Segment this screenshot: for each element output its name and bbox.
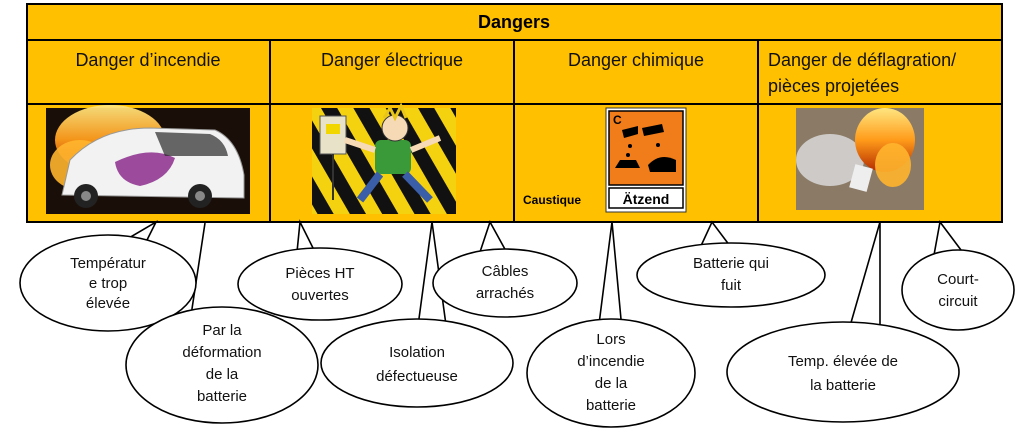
sign-letter: C bbox=[613, 113, 622, 127]
header-deflagration-line1: Danger de déflagration/ bbox=[768, 50, 956, 70]
svg-text:la batterie: la batterie bbox=[810, 377, 876, 394]
sign-label: Ätzend bbox=[623, 191, 670, 207]
burning-car-image bbox=[46, 105, 250, 214]
svg-text:ouvertes: ouvertes bbox=[291, 287, 349, 304]
svg-text:d’incendie: d’incendie bbox=[577, 353, 645, 370]
svg-text:Batterie qui: Batterie qui bbox=[693, 255, 769, 272]
svg-text:Par la: Par la bbox=[202, 322, 242, 339]
svg-text:Court-: Court- bbox=[937, 271, 979, 288]
header-chemical: Danger chimique bbox=[568, 50, 704, 70]
bubble-battery-leak: Batterie qui fuit bbox=[636, 242, 826, 308]
bubble-battery-fire: Lors d’incendie de la batterie bbox=[526, 318, 696, 428]
svg-text:arrachés: arrachés bbox=[476, 285, 534, 302]
svg-text:fuit: fuit bbox=[721, 277, 742, 294]
header-electric: Danger électrique bbox=[321, 50, 463, 70]
chemical-caption: Caustique bbox=[523, 193, 581, 207]
svg-text:e trop: e trop bbox=[89, 275, 127, 292]
caustic-sign: Caustique C Ätzend bbox=[523, 107, 687, 213]
bubble-insulation-defect: Isolation défectueuse bbox=[320, 318, 514, 408]
svg-text:batterie: batterie bbox=[586, 397, 636, 414]
bubble-cables-torn: Câbles arrachés bbox=[432, 248, 578, 318]
svg-text:élevée: élevée bbox=[86, 295, 130, 312]
svg-text:Isolation: Isolation bbox=[389, 344, 445, 361]
test-tube-icon bbox=[622, 126, 638, 138]
svg-text:de la: de la bbox=[595, 375, 628, 392]
svg-text:Lors: Lors bbox=[596, 331, 625, 348]
electric-shock-image bbox=[312, 102, 456, 214]
bubble-hv-parts-open: Pièces HT ouvertes bbox=[237, 247, 403, 321]
svg-text:circuit: circuit bbox=[938, 293, 978, 310]
deflagration-image bbox=[796, 108, 924, 210]
svg-text:déformation: déformation bbox=[182, 344, 261, 361]
bubble-battery-temp: Temp. élevée de la batterie bbox=[726, 321, 960, 423]
svg-text:Temp. élevée de: Temp. élevée de bbox=[788, 353, 898, 370]
svg-text:Températur: Températur bbox=[70, 255, 146, 272]
svg-text:de la: de la bbox=[206, 366, 239, 383]
bubble-temperature-high: Températur e trop élevée bbox=[19, 234, 197, 332]
svg-text:Câbles: Câbles bbox=[482, 263, 529, 280]
table-title: Dangers bbox=[478, 12, 550, 32]
bubble-deformation: Par la déformation de la batterie bbox=[125, 306, 319, 424]
header-deflagration-line2: pièces projetées bbox=[768, 76, 899, 96]
bubble-short-circuit: Court- circuit bbox=[901, 249, 1015, 331]
svg-text:batterie: batterie bbox=[197, 388, 247, 405]
svg-text:Pièces HT: Pièces HT bbox=[285, 265, 354, 282]
svg-text:défectueuse: défectueuse bbox=[376, 368, 458, 385]
hand-icon bbox=[648, 156, 676, 172]
header-fire: Danger d’incendie bbox=[75, 50, 220, 70]
